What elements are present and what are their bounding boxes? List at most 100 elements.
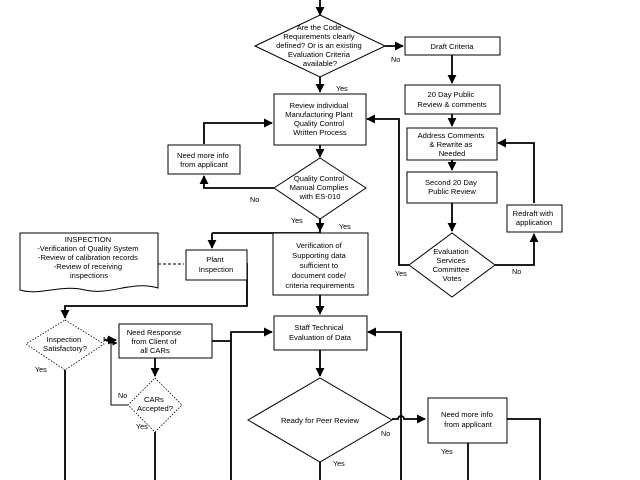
label-code-req-no: No	[391, 55, 400, 64]
label-qc-yes-right: Yes	[339, 222, 351, 231]
node-public-review: 20 Day Public Review & comments	[404, 84, 501, 115]
svg-text:Inspection Satisfactory?: Inspection Satisfactory?	[43, 335, 87, 353]
svg-text:Address Comments & Rewri: Address Comments & Rewrite as Needed	[418, 131, 487, 158]
arrow-cars-no-to-need-response	[110, 340, 128, 406]
arrow-committee-no-to-redraft	[495, 233, 539, 266]
node-code-requirements-decision: Are the Code Requirements clearly define…	[253, 14, 387, 78]
node-draft-criteria: Draft Criteria	[404, 36, 501, 56]
node-staff-technical: Staff Technical Evaluation of Data	[273, 315, 368, 351]
arrow-qc-no-to-need-info	[199, 175, 274, 189]
label-cars-no: No	[118, 391, 127, 400]
node-text: document code/	[292, 271, 347, 280]
node-text: with ES-010	[299, 192, 341, 201]
node-text: & Rewrite as	[429, 140, 472, 149]
svg-text:Verification of Supporti: Verification of Supporting data sufficie…	[285, 241, 354, 290]
node-text: application	[516, 218, 552, 227]
node-text: Plant	[206, 255, 224, 264]
arrow-peer-review-no-to-need-info	[392, 414, 426, 424]
label-code-req-yes: Yes	[336, 84, 348, 93]
svg-text:Are the Code Requirement: Are the Code Requirements clearly define…	[276, 23, 364, 68]
node-text: 20 Day Public	[428, 90, 475, 99]
node-text: Written Process	[293, 128, 347, 137]
svg-text:20 Day Public Review & c: 20 Day Public Review & comments	[417, 90, 486, 109]
node-need-info-1: Need more info from applicant	[167, 144, 241, 175]
node-text: inspections	[70, 271, 108, 280]
svg-text:CARs Accepted?: CARs Accepted?	[137, 395, 173, 413]
node-text: CARs	[144, 395, 164, 404]
label-committee-no: No	[512, 267, 521, 276]
node-inspection-satisfactory-decision: Inspection Satisfactory?	[25, 319, 105, 371]
label-qc-yes-left: Yes	[291, 216, 303, 225]
label-satisfactory-yes: Yes	[35, 365, 47, 374]
node-text: Inspection	[47, 335, 82, 344]
node-text: Review & comments	[417, 100, 486, 109]
label-committee-yes: Yes	[395, 269, 407, 278]
svg-text:INSPECTION -Verification: INSPECTION -Verification of Quality Syst…	[37, 235, 140, 280]
label-cars-yes: Yes	[136, 422, 148, 431]
label-satisfactory-no: No	[103, 335, 112, 344]
node-text: Manual Complies	[290, 183, 349, 192]
arrow-committee-yes-to-review-plant	[366, 114, 409, 266]
node-text: all CARs	[140, 346, 170, 355]
node-text: defined? Or is an existing	[276, 41, 362, 50]
node-cars-accepted-decision: CARs Accepted?	[127, 377, 183, 433]
node-text: Staff Technical	[294, 323, 343, 332]
svg-text:Need more info from appl: Need more info from applicant	[441, 410, 495, 429]
node-text: Public Review	[428, 187, 476, 196]
node-text: Services	[436, 256, 465, 265]
svg-text:Review individual Manufa: Review individual Manufacturing Plant Qu…	[285, 101, 355, 137]
node-text: Supporting data	[292, 251, 346, 260]
node-text: Review individual	[290, 101, 349, 110]
node-text: -Verification of Quality System	[37, 244, 138, 253]
node-peer-review-decision: Ready for Peer Review	[247, 377, 393, 463]
node-text: from Client of	[131, 337, 177, 346]
node-text: criteria requirements	[285, 281, 354, 290]
node-text: INSPECTION	[65, 235, 111, 244]
node-text: Redraft with	[513, 209, 554, 218]
arrow-need-info-to-review-plant	[203, 118, 273, 144]
node-second-review: Second 20 Day Public Review	[406, 171, 498, 204]
node-inspection-note: INSPECTION -Verification of Quality Syst…	[19, 232, 159, 293]
node-text: Need more info	[441, 410, 493, 419]
node-committee-votes-decision: Evaluation Services Committee Votes	[408, 232, 496, 298]
node-text: Are the Code	[297, 23, 342, 32]
svg-text:Evaluation Services: Evaluation Services Committee Votes	[433, 247, 472, 283]
node-text: Needed	[439, 149, 466, 158]
arrow-right-return-to-staff	[367, 327, 402, 480]
label-need-info-yes: Yes	[441, 447, 453, 456]
node-review-plant-process: Review individual Manufacturing Plant Qu…	[273, 93, 367, 146]
arrow-need-response-to-staff	[212, 327, 273, 342]
svg-text:Need Response from Clien: Need Response from Client of all CARs	[127, 328, 184, 355]
label-peer-review-yes: Yes	[333, 459, 345, 468]
node-need-info-2: Need more info from applicant	[427, 397, 508, 444]
svg-text:Ready for Peer Review: Ready for Peer Review	[281, 416, 360, 425]
node-qc-manual-decision: Quality Control Manual Complies with ES-…	[273, 157, 367, 220]
node-text: Satisfactory?	[43, 344, 87, 353]
svg-text:Second 20 Day Public Rev: Second 20 Day Public Review	[425, 178, 479, 196]
node-verification: Verification of Supporting data sufficie…	[272, 232, 369, 296]
node-text: Quality Control	[294, 119, 345, 128]
node-text: Inspection	[199, 265, 234, 274]
node-text: Evaluation of Data	[289, 333, 352, 342]
node-plant-inspection: Plant Inspection	[185, 249, 248, 281]
node-text: available?	[303, 59, 337, 68]
svg-text:Need more info from appl: Need more info from applicant	[177, 151, 231, 169]
node-text: from applicant	[180, 160, 229, 169]
node-text: Evaluation	[433, 247, 468, 256]
arrow-plant-insp-to-satisfactory	[60, 263, 248, 319]
node-text: Quality Control	[294, 174, 345, 183]
label-peer-review-no: No	[381, 429, 390, 438]
node-text: Accepted?	[137, 404, 173, 413]
node-text: from applicant	[444, 420, 493, 429]
node-text: Address Comments	[418, 131, 485, 140]
node-text: Evaluation Criteria	[288, 50, 351, 59]
node-text: Ready for Peer Review	[281, 416, 360, 425]
node-text: Votes	[443, 274, 462, 283]
node-address-comments: Address Comments & Rewrite as Needed	[406, 127, 498, 161]
node-text: Draft Criteria	[430, 42, 474, 51]
arrow-redraft-to-address	[497, 138, 535, 203]
node-text: Committee	[433, 265, 470, 274]
node-text: -Review of receiving	[54, 262, 122, 271]
node-text: -Review of calibration records	[38, 253, 138, 262]
node-text: Requirements clearly	[283, 32, 355, 41]
